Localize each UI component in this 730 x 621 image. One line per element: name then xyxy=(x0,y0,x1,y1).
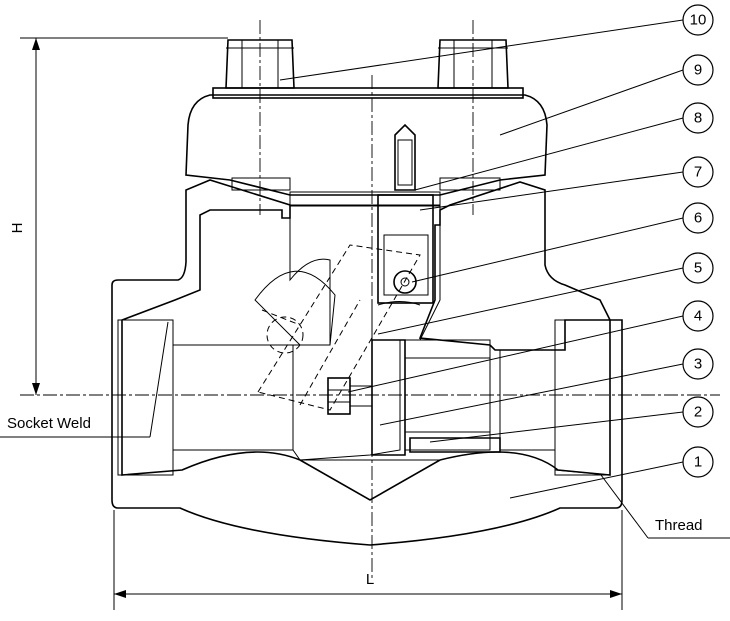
disc-nut xyxy=(327,377,373,415)
svg-text:1: 1 xyxy=(694,454,702,471)
svg-text:2: 2 xyxy=(694,404,702,421)
svg-text:7: 7 xyxy=(694,164,702,181)
flow-pocket xyxy=(254,270,336,346)
socket-weld-label: Socket Weld xyxy=(7,415,91,432)
dimension-l-label: L xyxy=(366,571,374,588)
left-port xyxy=(172,344,294,451)
valve-body xyxy=(111,179,623,546)
hinge-plug xyxy=(394,123,416,191)
svg-text:10: 10 xyxy=(690,12,707,29)
right-port xyxy=(499,349,556,451)
svg-text:3: 3 xyxy=(694,356,702,373)
thread-taper-line xyxy=(554,469,611,476)
svg-text:4: 4 xyxy=(694,308,702,325)
body-lower-vee xyxy=(298,459,442,501)
gasket-right xyxy=(439,177,501,191)
callout-4: 4 xyxy=(682,300,714,332)
svg-text:9: 9 xyxy=(694,62,702,79)
callout-2: 2 xyxy=(682,396,714,428)
seat-ring xyxy=(409,437,501,453)
svg-text:8: 8 xyxy=(694,110,702,127)
thread-leader xyxy=(600,474,730,539)
gasket-left xyxy=(231,177,291,191)
callout-9: 9 xyxy=(682,54,714,86)
callout-1: 1 xyxy=(682,446,714,478)
open-disc-phantom xyxy=(257,244,421,411)
callout-6: 6 xyxy=(682,202,714,234)
callout-8: 8 xyxy=(682,102,714,134)
inner-cavity xyxy=(289,204,441,461)
thread-label: Thread xyxy=(655,517,703,534)
cover-section xyxy=(185,94,548,196)
dimension-l xyxy=(113,510,623,610)
dimension-h-label: H xyxy=(9,223,26,234)
socket-weld-leader xyxy=(0,321,169,438)
callout-7: 7 xyxy=(682,156,714,188)
callout-5: 5 xyxy=(682,252,714,284)
callout-leaders xyxy=(279,19,684,499)
svg-text:6: 6 xyxy=(694,210,702,227)
hinge-arm xyxy=(377,194,434,304)
valve-cover xyxy=(185,87,548,207)
svg-text:5: 5 xyxy=(694,260,702,277)
callout-10: 10 xyxy=(682,4,714,36)
callout-3: 3 xyxy=(682,348,714,380)
cover-top-plate xyxy=(212,87,524,99)
valve-disc xyxy=(371,300,491,456)
cover-recess xyxy=(289,191,441,207)
dimension-h xyxy=(20,37,228,395)
hinge-pin xyxy=(393,270,417,294)
